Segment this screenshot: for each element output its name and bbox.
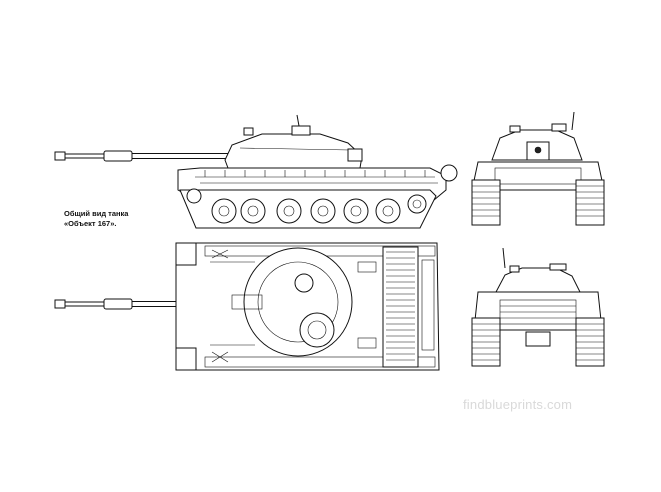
side-view: [54, 114, 458, 229]
front-view: [471, 111, 605, 226]
turret-bin: [347, 148, 363, 162]
gun-barrel-side: [54, 150, 233, 162]
caption-line-2: «Объект 167».: [64, 219, 117, 228]
turret-rear: [495, 267, 581, 293]
engine-grille: [382, 246, 419, 368]
drawing-caption: Общий вид танка «Объект 167».: [64, 209, 128, 229]
turret-hatch: [291, 125, 311, 136]
tracks-front: [471, 179, 605, 226]
rear-view: [471, 247, 605, 367]
searchlight-side: [440, 164, 458, 182]
tracks-rear: [471, 317, 605, 367]
commander-cupola: [243, 127, 254, 136]
top-view: [54, 242, 440, 371]
road-wheels-side: [186, 188, 427, 224]
loader-hatch-top: [294, 273, 314, 293]
caption-line-1: Общий вид танка: [64, 209, 129, 218]
turret-top: [243, 247, 353, 357]
turret-side: [224, 133, 363, 169]
commander-hatch-top: [299, 312, 335, 348]
watermark: findblueprints.com: [463, 397, 573, 412]
